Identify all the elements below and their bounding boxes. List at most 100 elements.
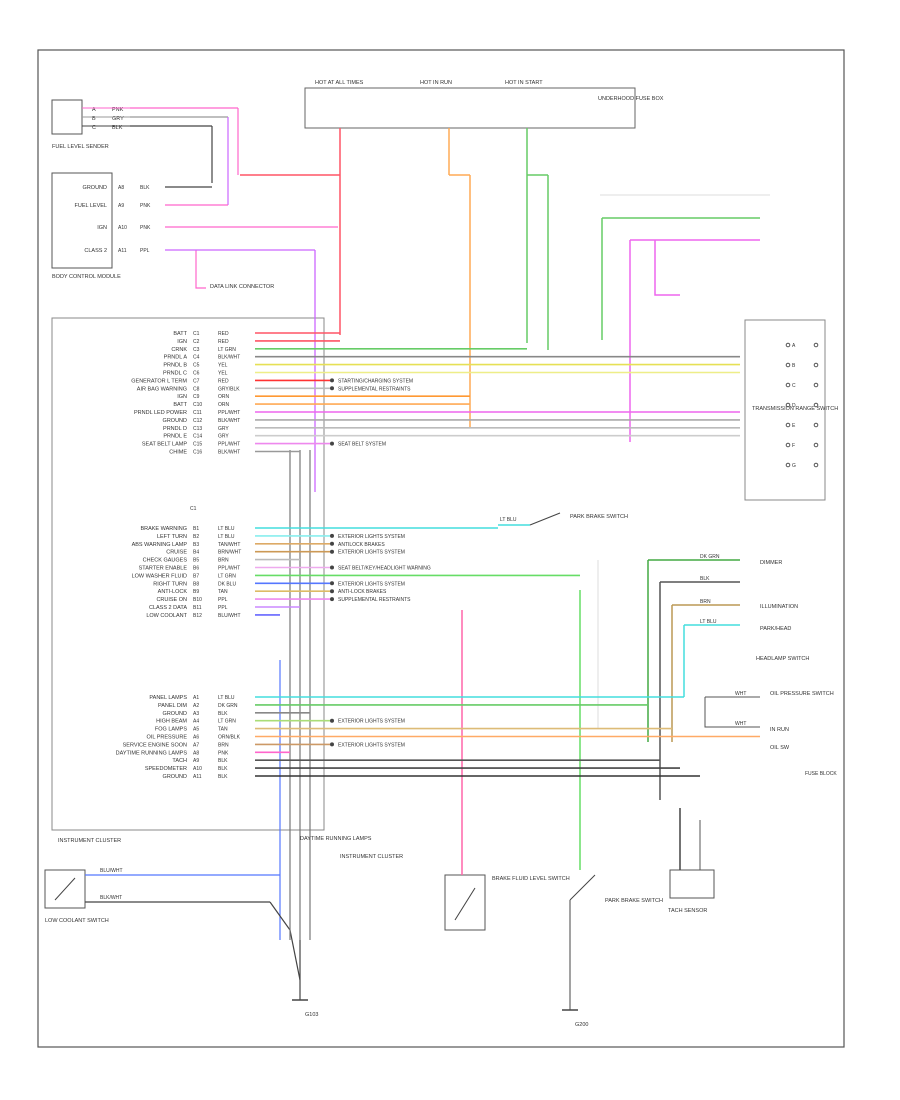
cluster-pin-color: BLK xyxy=(218,711,228,717)
cluster-pin-label: PANEL DIM xyxy=(158,703,187,709)
cluster-pin-num: A11 xyxy=(193,774,202,780)
cluster-pin-label: CHIME xyxy=(169,450,187,456)
cluster-pin-color: ORN xyxy=(218,394,230,400)
cluster-pin-label: GROUND xyxy=(163,711,187,717)
cluster-pin-num: A7 xyxy=(193,742,199,748)
prndl-pin-dot xyxy=(813,422,819,428)
cluster-box xyxy=(51,317,325,831)
hl-color-dimmer: DK GRN xyxy=(700,554,720,560)
cluster-pin-color: RED xyxy=(218,339,229,345)
cluster-pin-num: A5 xyxy=(193,727,199,733)
prndl-pin: E xyxy=(792,423,796,429)
cluster-pin-num: A9 xyxy=(193,758,199,764)
fuse-label-2: HOT IN RUN xyxy=(420,80,452,86)
prndl-pin-dot xyxy=(785,362,791,368)
cluster-pin-color: LT GRN xyxy=(218,573,236,579)
ground-g103-label: G103 xyxy=(305,1012,318,1018)
cluster-pin-label: AIR BAG WARNING xyxy=(137,386,187,392)
headlamp-switch: DIMMER ILLUMINATION PARK/HEAD HEADLAMP S… xyxy=(597,554,809,800)
cluster-pin-color: LT BLU xyxy=(218,695,235,701)
prndl-pin-dot xyxy=(785,402,791,408)
cluster-pin-num: C13 xyxy=(193,426,202,432)
instrument-cluster: INSTRUMENT CLUSTER C1 xyxy=(51,317,325,844)
cluster-pin-label: CHECK GAUGES xyxy=(143,558,188,564)
cluster-pin-label: SERVICE ENGINE SOON xyxy=(123,742,187,748)
hl-color-blk: BLK xyxy=(700,576,710,582)
fuel-sender-box xyxy=(51,99,83,135)
cluster-pin-num: C9 xyxy=(193,394,200,400)
cluster-pin-label: CRUISE xyxy=(166,550,187,556)
oil-sw-rlabel-1: IN RUN xyxy=(770,727,789,733)
cluster-pin-num: A3 xyxy=(193,711,199,717)
cluster-pin-label: LOW WASHER FLUID xyxy=(132,573,187,579)
ref-text: EXTERIOR LIGHTS SYSTEM xyxy=(338,581,405,587)
ref-dot xyxy=(330,378,334,383)
note-drl: DAYTIME RUNNING LAMPS xyxy=(300,836,372,842)
cluster-pin-num: A8 xyxy=(193,750,199,756)
bcm-box xyxy=(51,172,113,269)
cluster-pin-color: PNK xyxy=(218,750,229,756)
cluster-pin-label: BATT xyxy=(173,402,187,408)
park-brake-switch: PARK BRAKE SWITCH LT BLU xyxy=(498,512,628,526)
cluster-pin-color: LT BLU xyxy=(218,526,235,532)
bcm-ref-line xyxy=(195,250,206,289)
cluster-pin-label: GROUND xyxy=(163,418,187,424)
cluster-pin-label: RIGHT TURN xyxy=(153,581,187,587)
fuse-box-label: UNDERHOOD FUSE BOX xyxy=(598,96,664,102)
cluster-pin-num: A1 xyxy=(193,695,199,701)
brake-fluid-switch-label: BRAKE FLUID LEVEL SWITCH xyxy=(492,876,570,882)
right-ppl-ref xyxy=(654,240,680,296)
bottom-components: LOW COOLANT SWITCH BLU/WHT BLK/WHT G103 … xyxy=(44,450,715,1028)
cluster-pin-num: A2 xyxy=(193,703,199,709)
tach-sensor-label: TACH SENSOR xyxy=(668,908,707,914)
cluster-pin-label: OIL PRESSURE xyxy=(147,735,188,741)
ref-text: ANTILOCK BRAKES xyxy=(338,542,385,548)
bcm-pin-label: IGN xyxy=(97,225,107,231)
ref-text: EXTERIOR LIGHTS SYSTEM xyxy=(338,742,405,748)
fuse-label-3: HOT IN START xyxy=(505,80,543,86)
cluster-pin-num: A4 xyxy=(193,719,199,725)
fuel-pin-c-color: BLK xyxy=(112,125,123,131)
ref-dot xyxy=(330,549,334,554)
brake-sw-contact xyxy=(529,512,561,526)
cluster-pin-color: TAN xyxy=(218,727,228,733)
prndl-pin-dot xyxy=(785,382,791,388)
cluster-label: INSTRUMENT CLUSTER xyxy=(58,838,121,844)
cluster-pin-num: C16 xyxy=(193,450,202,456)
cluster-pin-label: PANEL LAMPS xyxy=(149,695,187,701)
ref-dot xyxy=(330,742,334,747)
brake-fluid-switch-box xyxy=(444,874,486,931)
cluster-pin-label: PRNDL LED POWER xyxy=(134,410,187,416)
prndl-pin-dot xyxy=(813,462,819,468)
fuel-pin-b-num: B xyxy=(92,116,96,122)
cluster-pin-label: PRNDL D xyxy=(163,426,187,432)
cluster-pin-label: DAYTIME RUNNING LAMPS xyxy=(116,750,188,756)
cluster-pin-color: YEL xyxy=(218,363,228,369)
fuel-pin-c-num: C xyxy=(92,125,96,131)
cluster-pin-color: LT GRN xyxy=(218,347,236,353)
cluster-connector: C1 xyxy=(190,506,197,512)
prndl-pin: D xyxy=(792,403,796,409)
cluster-pin-label: LEFT TURN xyxy=(157,534,187,540)
cluster-pin-label: HIGH BEAM xyxy=(156,719,187,725)
note-cluster: INSTRUMENT CLUSTER xyxy=(340,854,403,860)
hl-label-illum: ILLUMINATION xyxy=(760,604,798,610)
cluster-pin-label: PRNDL C xyxy=(163,371,187,377)
cluster-pin-label: PRNDL E xyxy=(163,434,187,440)
cluster-pin-color: GRY/BLK xyxy=(218,386,240,392)
prndl-pin-dot xyxy=(785,442,791,448)
body-control-module: BODY CONTROL MODULE DATA LINK CONNECTOR xyxy=(51,128,549,428)
cluster-pin-num: B11 xyxy=(193,605,202,611)
ref-dot xyxy=(330,718,334,723)
bcm-pin-color: PNK xyxy=(140,225,151,231)
ref-text: SEAT BELT/KEY/HEADLIGHT WARNING xyxy=(338,566,431,572)
fuse-label-1: HOT AT ALL TIMES xyxy=(315,80,364,86)
bcm-pin-num: A11 xyxy=(118,248,127,254)
cluster-pin-label: GROUND xyxy=(163,774,187,780)
prndl-pin-dot xyxy=(813,382,819,388)
ref-dot xyxy=(330,565,334,570)
ref-dot xyxy=(330,386,334,391)
cluster-pin-color: BRN xyxy=(218,742,229,748)
cluster-pin-color: PPL/WHT xyxy=(218,410,240,416)
